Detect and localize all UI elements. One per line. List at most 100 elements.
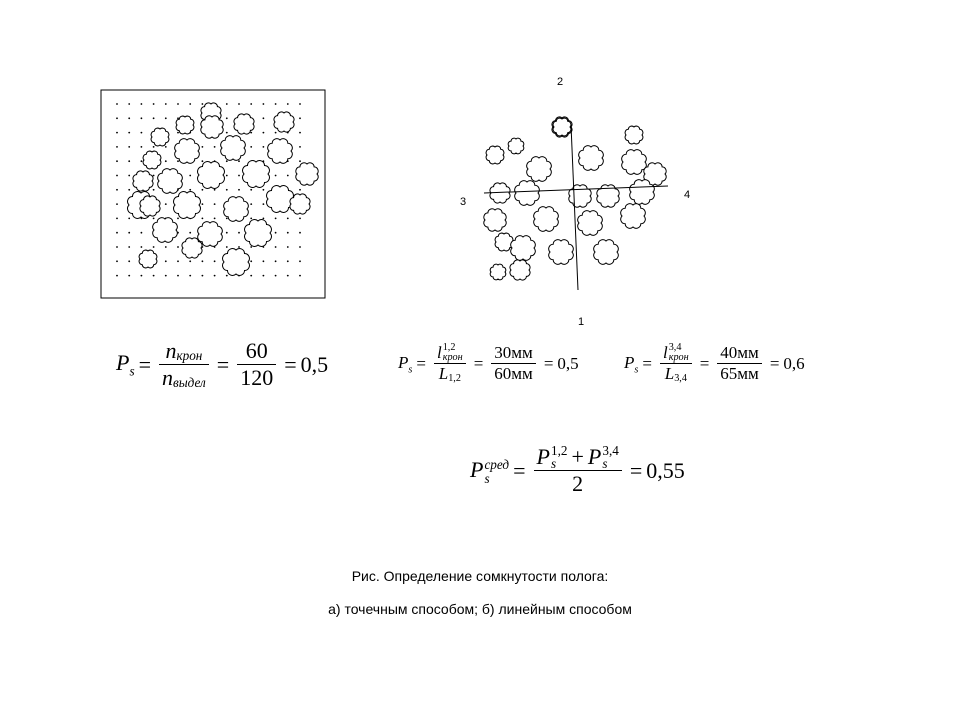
grid-dot [274,274,277,277]
grid-dot [177,274,179,277]
crown-shape [526,156,552,182]
grid-dot [299,274,301,277]
grid-dot [299,103,301,105]
grid-dot [201,217,204,220]
grid-dot [201,260,204,263]
grid-dot [201,188,204,191]
label-2: 2 [557,76,564,88]
grid-dot [152,146,155,148]
grid-dot [128,174,131,177]
grid-dot [164,146,167,148]
grid-dot [262,203,265,206]
crown-shape [197,221,223,247]
grid-dot [116,231,118,234]
grid-dot [286,246,289,248]
crowns-point-method [127,102,319,276]
grid-dot [116,188,118,191]
grid-dot [274,103,277,105]
grid-dot [299,160,301,163]
crown-shape [593,239,619,265]
point-method-frame [100,89,326,299]
grid-dot [250,203,253,206]
grid-dot [262,117,265,120]
crown-shape [181,237,203,259]
grid-dot [116,203,118,206]
grid-dot [128,146,131,148]
grid-dot [128,246,131,248]
grid-dot [128,131,131,134]
crown-shape [494,232,514,252]
crown-shape [624,125,644,145]
grid-dot [128,160,131,163]
grid-dot [152,103,155,105]
grid-dot [152,246,155,248]
crowns-line-method [483,116,667,281]
crown-shape [577,210,603,236]
grid-dot [225,131,228,134]
crown-shape [629,179,655,205]
crown-shape [233,113,255,135]
grid-dot [286,274,289,277]
crown-shape [175,115,195,135]
crown-shape [507,137,525,155]
grid-dot [299,188,301,191]
grid-dot [177,246,179,248]
grid-dot [286,260,289,263]
crown-shape [596,184,620,208]
crown-shape [533,206,559,232]
result-point: 0,5 [300,351,329,377]
grid-dot [189,103,192,105]
crown-shape [220,135,246,161]
grid-dot [238,188,240,191]
grid-dot [164,260,167,263]
crown-shape [138,249,158,269]
grid-dot [262,146,265,148]
result-12: 0,5 [557,353,579,373]
grid-dot [299,260,301,263]
crown-shape [157,168,183,194]
grid-dot [250,274,253,277]
grid-dot [201,146,204,148]
grid-dot [189,260,192,263]
grid-dot [128,103,131,105]
grid-dot [238,231,240,234]
grid-dot [177,260,179,263]
crown-shape [200,115,224,139]
grid-dot [299,231,301,234]
grid-dot [189,274,192,277]
grid-dot [274,260,277,263]
grid-dot [299,117,301,120]
grid-dot [250,217,253,220]
grid-dot [213,217,216,220]
crown-shape [485,145,505,165]
crown-shape [489,263,507,281]
grid-dot [238,174,240,177]
grid-dot [164,160,167,163]
label-3: 3 [460,196,467,208]
crown-shape [150,127,170,147]
crown-shape [510,235,536,261]
grid-dot [250,103,253,105]
crown-shape [267,138,293,164]
label-4: 4 [684,189,691,201]
grid-dot [140,117,143,120]
crown-shape [273,111,295,133]
crown-shape [244,219,272,247]
grid-dot [225,217,228,220]
grid-dot [299,131,301,134]
grid-dot [116,103,118,105]
grid-dot [177,217,179,220]
crown-shape [152,217,178,243]
grid-dot [140,246,143,248]
crown-shape [139,195,161,217]
grid-dot [225,174,228,177]
grid-dot [116,260,118,263]
crown-shape [643,162,667,186]
grid-dot [189,231,192,234]
